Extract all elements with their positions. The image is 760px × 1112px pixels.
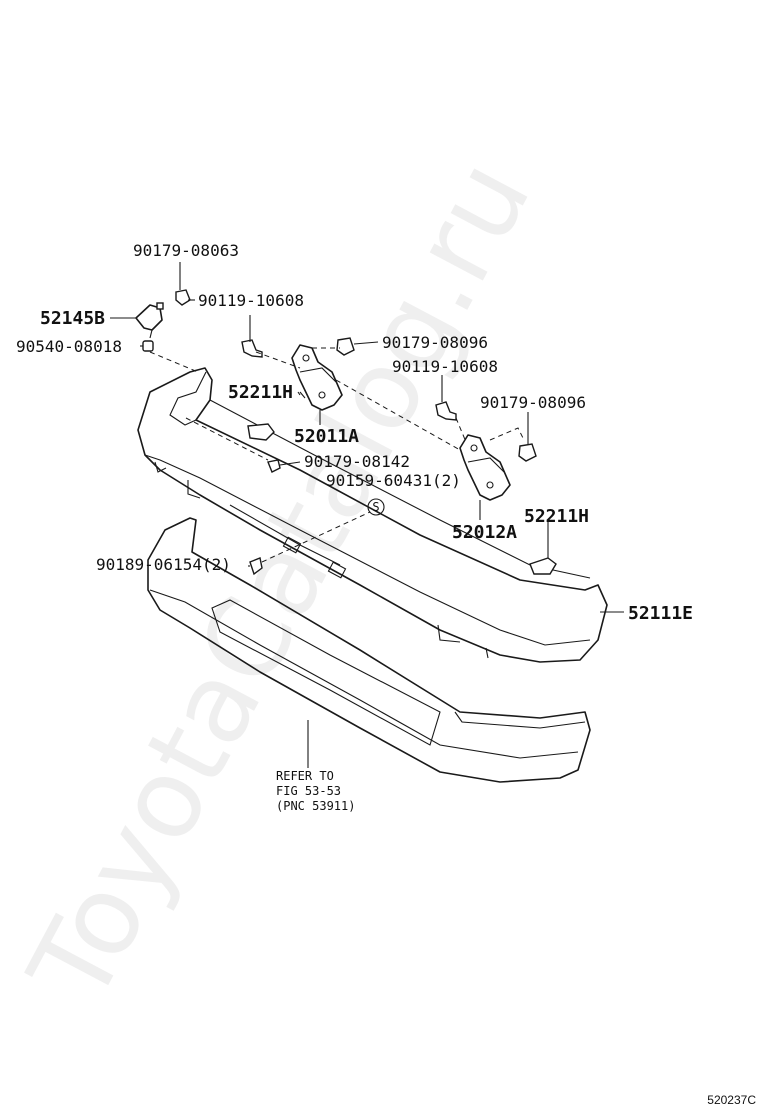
clip-52211h-left bbox=[247, 423, 275, 441]
note-line-2: FIG 53-53 bbox=[276, 784, 341, 798]
fasteners bbox=[142, 289, 557, 576]
label-90159-60431: 90159-60431(2) bbox=[326, 471, 461, 490]
nut-90179-08142 bbox=[267, 459, 281, 473]
clip-52211h-right bbox=[529, 557, 557, 575]
bracket-52011a bbox=[291, 344, 343, 411]
bracket-52145b bbox=[135, 302, 164, 339]
diagram-code: 520237C bbox=[707, 1093, 756, 1107]
label-52111e: 52111E bbox=[628, 603, 693, 624]
label-90179-08063: 90179-08063 bbox=[133, 241, 239, 260]
bolt-90119-10608-left bbox=[241, 339, 263, 358]
label-90179-08142: 90179-08142 bbox=[304, 452, 410, 471]
spacer-90540-08018 bbox=[142, 340, 154, 352]
label-90540-08018: 90540-08018 bbox=[16, 337, 122, 356]
label-90119-10608-right: 90119-10608 bbox=[392, 357, 498, 376]
s-marker-circle bbox=[367, 498, 385, 516]
screw-90189-06154 bbox=[249, 557, 263, 576]
s-marker: S bbox=[372, 500, 379, 514]
label-90179-08096-left: 90179-08096 bbox=[382, 333, 488, 352]
bracket-52012a bbox=[459, 434, 511, 501]
label-90179-08096-right: 90179-08096 bbox=[480, 393, 586, 412]
watermark-text: ToyotaCatalog.ru bbox=[4, 140, 555, 1023]
label-52145b: 52145B bbox=[40, 308, 105, 329]
nut-90179-08096-left bbox=[336, 337, 355, 356]
nut-90179-08063 bbox=[175, 289, 191, 306]
bolt-90119-10608-right bbox=[435, 401, 457, 421]
assembly-dashed-lines bbox=[149, 347, 525, 563]
leader-lines bbox=[110, 262, 624, 768]
bumper-cover bbox=[147, 517, 591, 783]
label-90119-10608-left: 90119-10608 bbox=[198, 291, 304, 310]
nut-90179-08096-right bbox=[518, 443, 537, 462]
label-52011a: 52011A bbox=[294, 426, 359, 447]
note-line-1: REFER TO bbox=[276, 769, 334, 783]
label-90189-06154: 90189-06154(2) bbox=[96, 555, 231, 574]
label-52211h-left: 52211H bbox=[228, 382, 293, 403]
note-line-3: (PNC 53911) bbox=[276, 799, 355, 813]
label-52012a: 52012A bbox=[452, 522, 517, 543]
label-52211h-right: 52211H bbox=[524, 506, 589, 527]
